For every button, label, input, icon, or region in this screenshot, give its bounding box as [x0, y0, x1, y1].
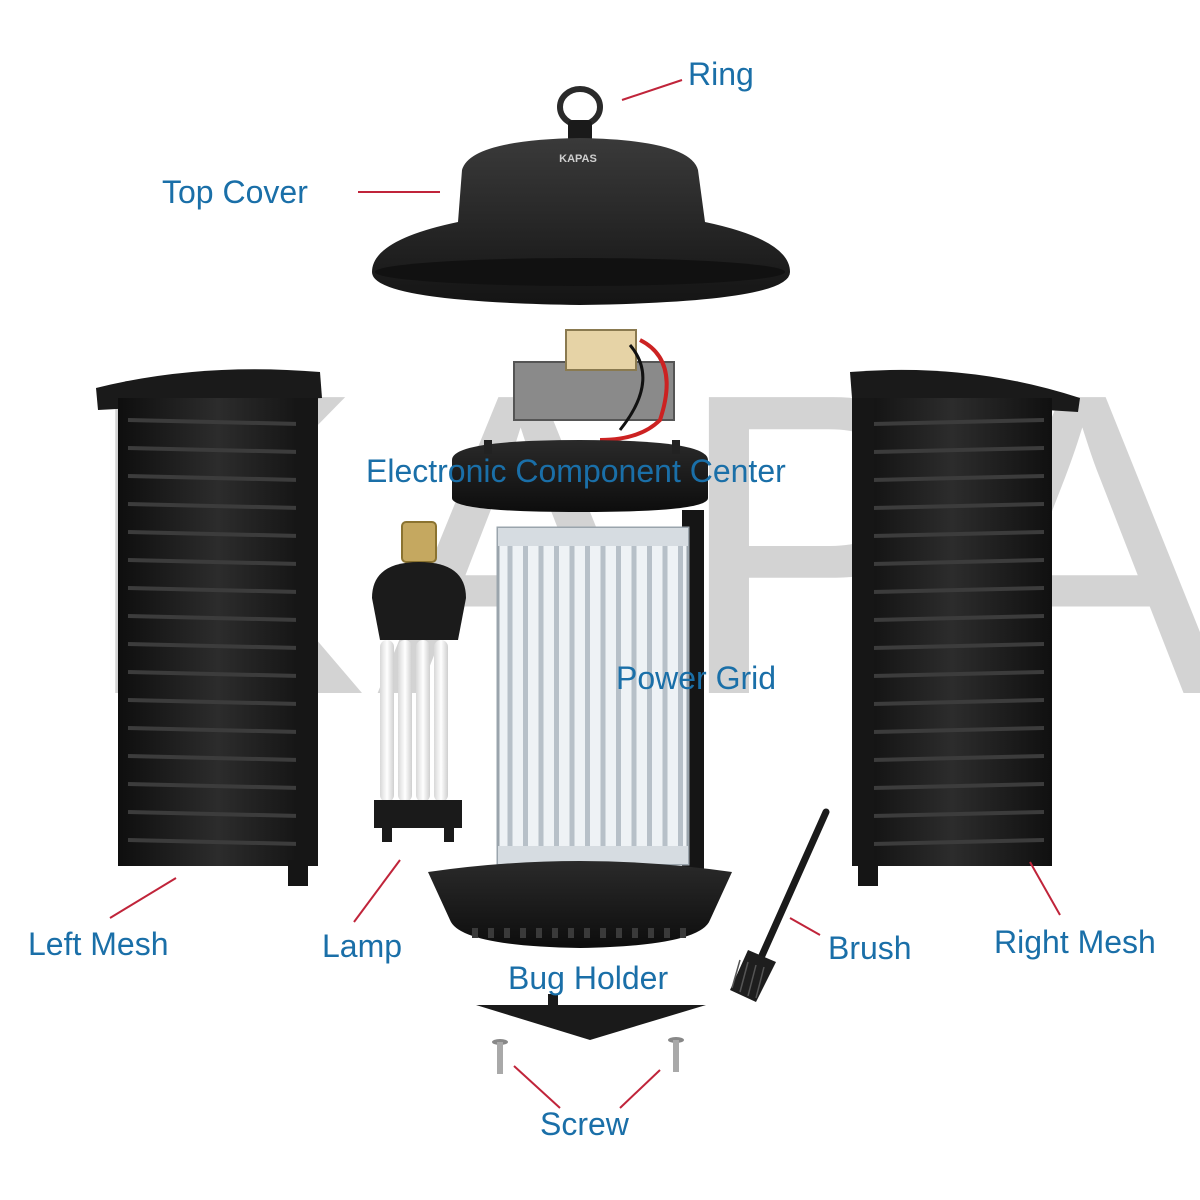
leader-ring	[621, 79, 683, 101]
lamp-part	[372, 521, 466, 842]
screw-part-right	[668, 1037, 684, 1072]
bottom-tray-part	[476, 994, 706, 1040]
right-mesh-part	[850, 369, 1080, 886]
label-electronic-center: Electronic Component Center	[366, 453, 786, 489]
leader-lamp	[353, 859, 401, 923]
leader-screw-left	[513, 1065, 561, 1109]
power-grid-part	[496, 510, 704, 870]
label-top-cover: Top Cover	[162, 174, 308, 210]
bug-holder-part	[428, 861, 732, 948]
label-bug-holder: Bug Holder	[508, 960, 669, 996]
electronic-center-part	[452, 329, 708, 512]
label-right-mesh: Right Mesh	[994, 924, 1156, 960]
leader-right-mesh	[1029, 861, 1061, 916]
leader-left-mesh	[109, 877, 177, 919]
label-power-grid: Power Grid	[616, 660, 777, 696]
label-brush: Brush	[828, 930, 912, 966]
label-left-mesh: Left Mesh	[28, 926, 169, 962]
screw-part-left	[492, 1039, 508, 1074]
label-lamp: Lamp	[322, 928, 403, 964]
ring-part	[557, 86, 603, 142]
leader-lines	[109, 79, 1061, 1109]
label-screw: Screw	[540, 1106, 629, 1142]
leader-brush	[789, 917, 821, 936]
left-mesh-part	[96, 369, 322, 886]
label-ring: Ring	[688, 56, 754, 92]
cover-brand-logo: KAPAS	[559, 153, 597, 165]
brush-part	[730, 808, 830, 1002]
top-cover-part: KAPAS	[372, 138, 790, 305]
leader-screw-right	[619, 1069, 661, 1109]
